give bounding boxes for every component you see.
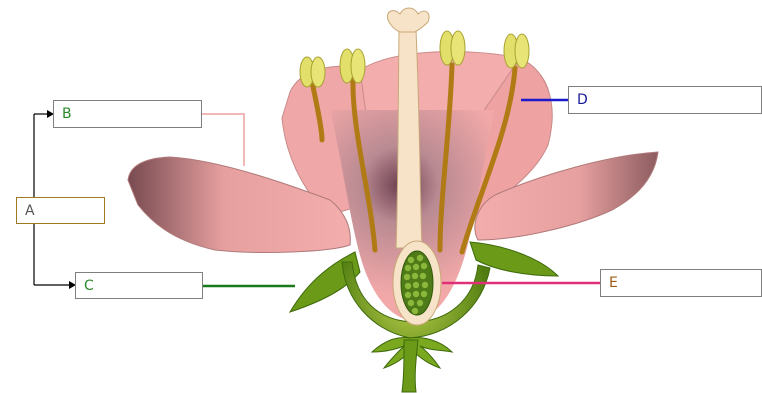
label-box-e: E [600,269,762,297]
line-b [202,114,244,166]
anther-3 [440,31,465,65]
stigma [387,8,429,32]
anther-4 [504,34,529,68]
label-box-b: B [53,100,202,128]
label-d: D [577,93,588,107]
label-c: C [84,279,94,293]
stem [402,340,418,392]
label-box-a: A [16,197,105,224]
label-box-d: D [568,86,762,114]
anther-2 [340,49,365,83]
label-e: E [609,276,618,290]
label-box-c: C [75,272,203,299]
label-a: A [25,204,35,218]
anther-1 [300,57,325,87]
label-b: B [62,107,72,121]
